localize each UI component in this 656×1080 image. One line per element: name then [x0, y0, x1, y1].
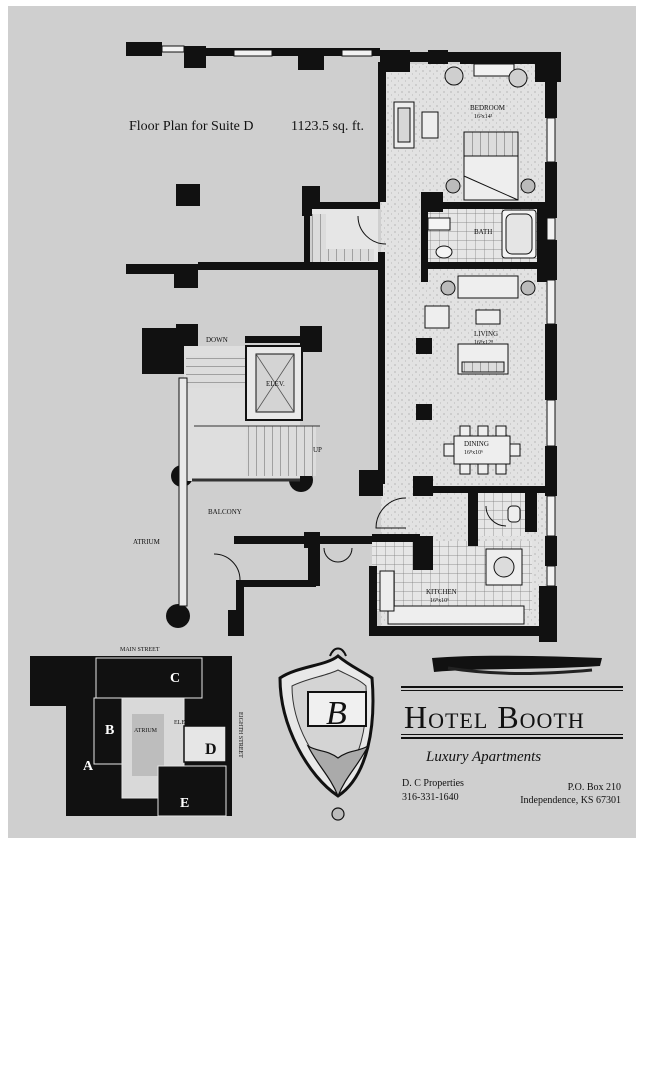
plan-area: 1123.5 sq. ft.: [291, 119, 364, 134]
toilet: [435, 245, 453, 259]
brush-stroke: [432, 655, 602, 672]
nightstand-lamp-right: [520, 178, 536, 194]
stair-up-flight: [246, 426, 316, 476]
room-dims-living: 16⁸x12⁸: [474, 340, 493, 346]
powder-toilet: [507, 505, 521, 523]
contact-info: D. C Properties 316-331-1640 P.O. Box 21…: [402, 778, 621, 806]
kitchen-furniture: [379, 505, 525, 625]
contact-po-box: P.O. Box 210: [568, 782, 621, 793]
dining-furniture: [443, 425, 521, 475]
floor-plan-sheet: Floor Plan for Suite D 1123.5 sq. ft. BE…: [8, 6, 636, 838]
atrium-rail: [178, 377, 188, 607]
brand-tagline: Luxury Apartments: [425, 749, 541, 765]
stair-down-flight: [186, 356, 246, 388]
keymap-eighth-street: EIGHTH STREET: [237, 712, 243, 758]
keymap-atrium: ATRIUM: [134, 728, 158, 734]
keymap-main-street: MAIN STREET: [120, 647, 160, 653]
keymap-suite-b: B: [105, 723, 114, 738]
keymap-elev: ELEV.: [174, 720, 191, 726]
plant-right: [508, 68, 528, 88]
floor-plan-drawing: Floor Plan for Suite D 1123.5 sq. ft. BE…: [30, 42, 623, 821]
room-dims-bedroom: 16²x14¹: [474, 114, 493, 120]
room-label-elevator: ELEV.: [266, 380, 285, 388]
room-label-atrium: ATRIUM: [133, 538, 161, 546]
keymap-suite-c: C: [170, 671, 180, 686]
room-label-balcony: BALCONY: [208, 508, 242, 516]
brand-name: Hotel Booth: [404, 699, 585, 735]
windows: [161, 45, 556, 587]
plan-title: Floor Plan for Suite D: [129, 119, 253, 134]
room-label-bath: BATH: [474, 228, 492, 236]
closet-rod-bottom: [326, 249, 374, 261]
keymap-suite-e: E: [180, 796, 189, 811]
suite-d-plan: Floor Plan for Suite D 1123.5 sq. ft. BE…: [126, 42, 561, 642]
contact-city: Independence, KS 67301: [520, 795, 621, 806]
plant-left: [444, 66, 464, 86]
hotel-crest-logo: B: [278, 647, 375, 821]
bedroom-furniture: [393, 66, 536, 201]
stair-label-up: UP: [313, 446, 322, 454]
bath-fixtures: [427, 209, 537, 259]
bedroom-chair: [421, 111, 439, 139]
keymap-suite-d: D: [205, 741, 217, 758]
room-label-living: LIVING: [474, 330, 498, 338]
sofa: [457, 275, 519, 299]
room-label-bedroom: BEDROOM: [470, 104, 506, 112]
room-label-kitchen: KITCHEN: [426, 588, 457, 596]
closet-rod-left: [312, 214, 326, 262]
stair-label-down: DOWN: [206, 336, 228, 344]
end-table-left: [440, 280, 456, 296]
armchair: [424, 305, 450, 329]
sink: [427, 217, 451, 231]
brand-block: Hotel Booth Luxury Apartments: [401, 655, 623, 765]
coffee-table: [475, 309, 501, 325]
contact-company: D. C Properties: [402, 778, 464, 789]
living-furniture: [424, 275, 536, 375]
room-dims-dining: 16⁸x10⁶: [464, 450, 483, 456]
crest-monogram: B: [326, 695, 347, 732]
room-label-dining: DINING: [464, 440, 489, 448]
nightstand-lamp-left: [445, 178, 461, 194]
kitchen-counter: [387, 605, 525, 625]
kitchen-table: [485, 548, 523, 586]
keymap-suite-a: A: [83, 759, 94, 774]
end-table-right: [520, 280, 536, 296]
room-dims-kitchen: 16⁸x10⁶: [430, 598, 449, 604]
door-swings: [213, 215, 507, 581]
kitchen-cabinet: [379, 570, 395, 612]
building-key-map: MAIN STREET EIGHTH STREET ATRIUM ELEV. A…: [30, 647, 243, 817]
elevator-cross: [255, 353, 295, 413]
contact-phone: 316-331-1640: [402, 792, 459, 803]
